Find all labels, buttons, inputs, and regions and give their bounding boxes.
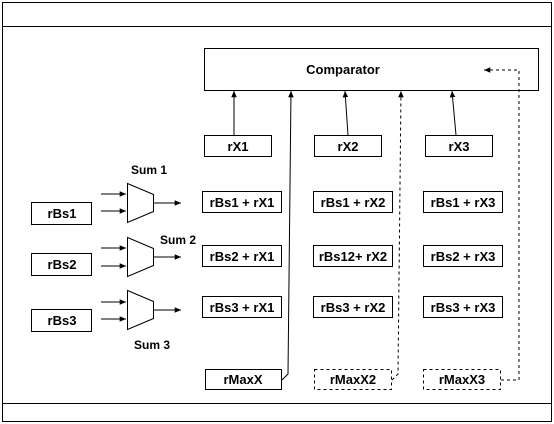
grid-cell-rbs3-rx3-label: rBs3 + rX3 [431,300,496,315]
grid-cell-rbs2-rx1 [202,245,282,267]
rmaxx2-label: rMaxX2 [330,372,376,387]
grid-cell-rbs1-rx1 [202,191,282,213]
rbs1-label: rBs1 [48,206,77,221]
arrow-rmaxx2-to-comparator [391,90,404,381]
grid-cell-rbs2-rx1-label: rBs2 + rX1 [210,249,275,264]
sum3-label: Sum 3 [134,338,170,352]
rx2-label: rX2 [338,139,359,154]
rmaxx3-box [423,369,501,390]
sum1-adder-shape [127,182,154,224]
rx2-box [314,135,382,157]
arrow-rx3-to-comparator [449,90,457,136]
comparator-label: Comparator [306,62,380,77]
rmaxx-label: rMaxX [223,372,262,387]
grid-cell-rbs3-rx1-label: rBs3 + rX1 [210,300,275,315]
rmaxx3-label: rMaxX3 [439,372,485,387]
grid-cell-rbs2-rx3 [423,245,503,267]
rbs3-label: rBs3 [48,313,77,328]
comparator-box [204,48,539,91]
grid-cell-rbs1-rx3-label: rBs1 + rX3 [431,195,496,210]
sum2-adder-shape [127,236,154,278]
grid-cell-rbs3-rx2 [313,296,393,318]
arrow-rx2-to-comparator [342,90,349,136]
grid-cell-rbs1-rx2-label: rBs1 + rX2 [321,195,386,210]
grid-cell-rbs3-rx3 [423,296,503,318]
rx3-box [425,135,493,157]
sum1-label: Sum 1 [131,163,167,177]
rbs3-box [31,309,92,332]
grid-cell-rbs1-rx3 [423,191,503,213]
grid-cell-rbs3-rx1 [202,296,282,318]
rbs1-box [31,202,92,225]
grid-cell-rbs1-rx1-label: rBs1 + rX1 [210,195,275,210]
rmaxx-box [205,369,282,390]
rx1-box [204,135,272,157]
rbs2-label: rBs2 [48,257,77,272]
arrow-rmaxx3-to-comparator [484,67,520,381]
rx1-label: rX1 [228,139,249,154]
grid-cell-rbs3-rx2-label: rBs3 + rX2 [321,300,386,315]
grid-cell-rbs2-rx2 [313,245,393,267]
grid-cell-rbs2-rx2-label: rBs12+ rX2 [319,249,387,264]
grid-cell-rbs2-rx3-label: rBs2 + rX3 [431,249,496,264]
rx3-label: rX3 [449,139,470,154]
rbs2-box [31,253,92,276]
grid-cell-rbs1-rx2 [313,191,393,213]
arrow-rmaxx-to-comparator [281,90,294,381]
rmaxx2-box [314,369,392,390]
sum3-adder-shape [127,289,154,331]
sum2-label: Sum 2 [160,233,196,247]
